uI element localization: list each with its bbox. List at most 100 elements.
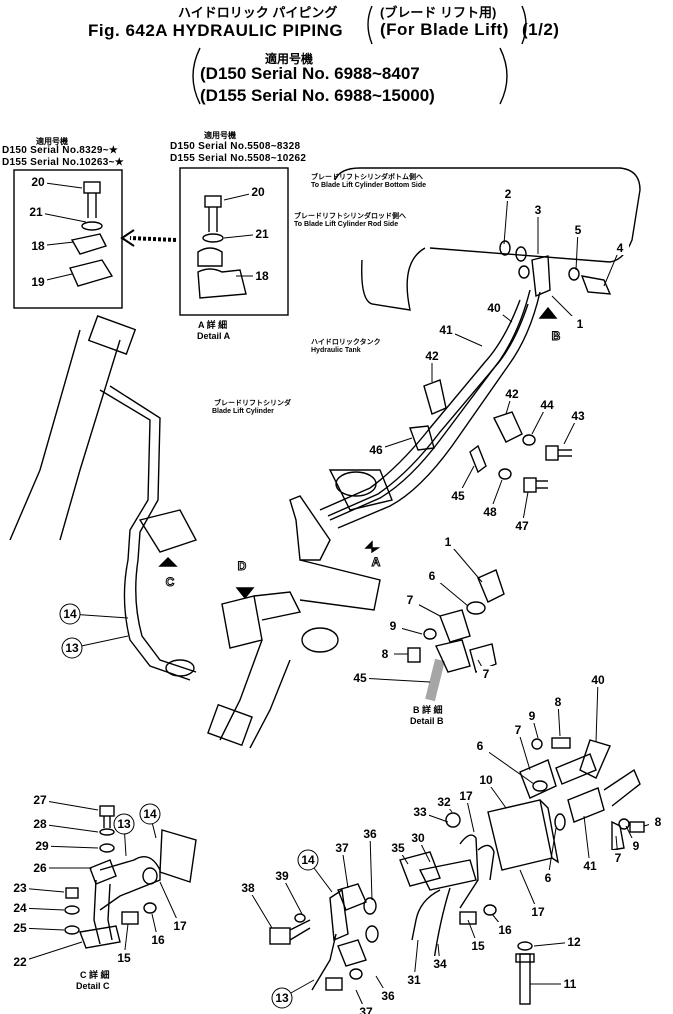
detail-a-left-serial-d150: D150 Serial No.8329~★ (2, 145, 119, 156)
bottom-side-note: To Blade Lift Cylinder Bottom Side (311, 182, 426, 189)
callout-28: 28 (33, 817, 47, 831)
callout-leader-2 (503, 193, 509, 245)
hose-13 (123, 559, 191, 681)
detail-a-caption: Detail A (197, 331, 231, 341)
detail-a-right-frame (179, 167, 289, 316)
callout-20a: 20 (31, 175, 45, 189)
bolt-43 (522, 434, 572, 461)
callout-32: 32 (437, 795, 451, 809)
view-arrow-label-c: C (166, 575, 175, 589)
hose-41 (319, 299, 521, 511)
callout-44: 44 (540, 398, 554, 412)
washer-12 (517, 941, 533, 951)
lower-cylinder-left (219, 639, 263, 741)
callout-circle-13c (113, 813, 135, 835)
flange-35 (399, 851, 441, 887)
callout-21a: 21 (29, 205, 43, 219)
clip-7-lower (611, 820, 625, 851)
callout-leader-41b (583, 815, 591, 867)
callout-15b: 15 (117, 951, 131, 965)
callout-leader-6c (547, 827, 557, 879)
callout-11: 11 (564, 977, 577, 991)
callout-31: 31 (407, 973, 421, 987)
fitting-40 (555, 753, 597, 785)
serial-paren-left (192, 47, 201, 105)
callout-16b: 16 (151, 933, 165, 947)
callout-6b: 6 (477, 739, 484, 753)
callout-7c: 7 (515, 723, 522, 737)
callout-circle-14a (59, 603, 81, 625)
callout-36b: 36 (381, 989, 395, 1003)
callout-1b: 1 (445, 535, 452, 549)
callout-leader-36a (369, 833, 373, 901)
hydraulic-tank-front (361, 247, 426, 311)
callout-20b: 20 (251, 185, 265, 199)
detail-c-caption: Detail C (76, 981, 110, 991)
serial-range-d150: (D150 Serial No. 6988~8407 (200, 64, 420, 83)
callout-1a: 1 (577, 317, 584, 331)
lift-cylinder-left-edge (9, 329, 81, 541)
callout-47: 47 (515, 519, 529, 533)
callout-46: 46 (369, 443, 383, 457)
callout-48: 48 (483, 505, 497, 519)
callout-17a: 17 (459, 789, 473, 803)
figure-title: Fig. 642A HYDRAULIC PIPING (88, 21, 344, 40)
tank-fitting (499, 240, 612, 298)
clamp-46 (409, 425, 435, 451)
detail-c-parts (64, 805, 197, 949)
callout-12: 12 (567, 935, 581, 949)
callout-22: 22 (13, 955, 27, 969)
callout-leader-22 (19, 941, 83, 963)
callout-21b: 21 (255, 227, 269, 241)
view-arrow-label-a: A (372, 555, 381, 569)
callout-27: 27 (33, 793, 47, 807)
callout-10: 10 (479, 773, 493, 787)
callout-circle-13a (61, 637, 83, 659)
hose-40 (329, 289, 531, 521)
callout-40b: 40 (591, 673, 605, 687)
callout-42a: 42 (425, 349, 439, 363)
valve-block-d (221, 595, 263, 649)
callout-13c: 13 (117, 817, 131, 831)
callout-6a: 6 (429, 569, 436, 583)
callout-29: 29 (35, 839, 49, 853)
page-indicator: (1/2) (522, 20, 560, 39)
clamp-42-upper (423, 379, 447, 415)
hose-left-upper (99, 389, 151, 561)
callout-38: 38 (241, 881, 255, 895)
fitting-41 (567, 787, 605, 823)
callout-14b: 14 (301, 853, 315, 867)
callout-leader-28 (39, 823, 99, 833)
rod-side-note-jp: ブレードリフトシリンダロッド側へ (294, 213, 406, 220)
callout-15a: 15 (471, 939, 485, 953)
detail-a-caption-jp: A 詳 細 (198, 320, 228, 330)
bolt-15-right (459, 911, 477, 925)
callout-39: 39 (275, 869, 289, 883)
arrow-a-marker (364, 540, 381, 554)
detail-b-parts (407, 569, 505, 702)
callout-9a: 9 (390, 619, 397, 633)
callout-9c: 9 (633, 839, 640, 853)
callout-2: 2 (505, 187, 512, 201)
callout-circle-14b (297, 849, 319, 871)
callout-24: 24 (13, 901, 27, 915)
callout-35: 35 (391, 841, 405, 855)
callout-5: 5 (575, 223, 582, 237)
pipe-13 (311, 933, 337, 991)
pipe-34 (433, 887, 451, 961)
callout-36a: 36 (363, 827, 377, 841)
flange-7-upper (519, 759, 557, 799)
callout-8a: 8 (382, 647, 389, 661)
valve-block-10 (487, 799, 553, 871)
bracket-30 (418, 859, 477, 891)
callout-17c: 17 (173, 919, 187, 933)
callout-14c: 14 (143, 807, 157, 821)
callout-45a: 45 (451, 489, 465, 503)
callout-37a: 37 (335, 841, 349, 855)
flange-37-lower (337, 939, 367, 967)
blade-lift-cylinder-label: Blade Lift Cylinder (212, 408, 274, 415)
clamp-42-lower (493, 411, 523, 443)
callout-6c: 6 (545, 871, 552, 885)
lower-fitting (301, 627, 339, 653)
